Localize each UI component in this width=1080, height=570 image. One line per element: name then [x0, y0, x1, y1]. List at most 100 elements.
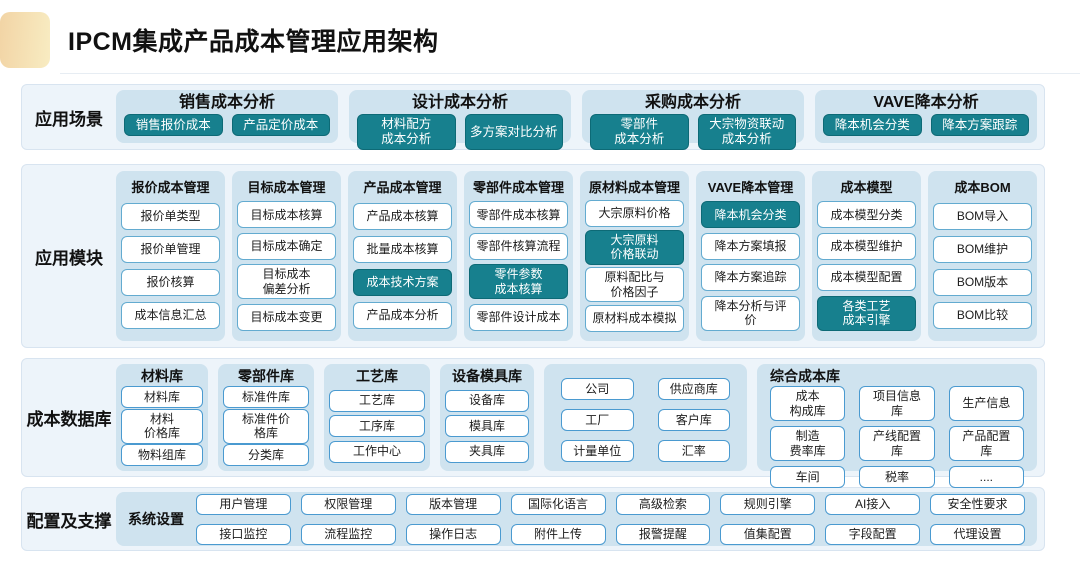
- db-item: 工艺库: [329, 389, 425, 412]
- scenario-items: 零部件 成本分析大宗物资联动 成本分析: [590, 114, 796, 150]
- scenario-item: 产品定价成本: [231, 114, 330, 136]
- scenario-group-design: 设计成本分析 材料配方 成本分析多方案对比分析: [349, 90, 571, 150]
- module-column-costmodel: 成本模型 成本模型分类成本模型维护成本模型配置各类工艺 成本引擎: [812, 171, 921, 341]
- column-header: 产品成本管理: [363, 180, 442, 195]
- module-item: 降本分析与评 价: [701, 295, 800, 331]
- system-settings-label: 系统设置: [128, 511, 184, 527]
- db-item: 分类库: [223, 443, 309, 466]
- column-header: 目标成本管理: [247, 180, 326, 195]
- db-items: 标准件库标准件价 格库分类库: [223, 386, 309, 466]
- db-item: 汇率: [657, 440, 730, 462]
- scenario-group-procurement: 采购成本分析 零部件 成本分析大宗物资联动 成本分析: [582, 90, 804, 150]
- db-item: 设备库: [445, 389, 529, 412]
- group-header: 采购成本分析: [644, 94, 741, 111]
- page-header: IPCM集成产品成本管理应用架构: [0, 0, 1080, 80]
- module-items: 报价单类型报价单管理报价核算成本信息汇总: [121, 197, 220, 335]
- module-item: 报价核算: [121, 269, 220, 296]
- scenario-item: 销售报价成本: [124, 114, 223, 136]
- module-column-product: 产品成本管理 产品成本核算批量成本核算成本技术方案产品成本分析: [348, 171, 457, 341]
- module-item: BOM比较: [933, 302, 1032, 329]
- db-item: 材料 价格库: [121, 408, 203, 444]
- scenario-item: 降本机会分类: [823, 114, 922, 136]
- band-scenarios-label: 应用场景: [35, 109, 103, 129]
- scenario-item: 降本方案跟踪: [930, 114, 1029, 136]
- scenario-group-vave: VAVE降本分析 降本机会分类降本方案跟踪: [815, 90, 1037, 143]
- module-item: 降本机会分类: [701, 201, 800, 229]
- db-items: 公司供应商库工厂客户库计量单位汇率: [549, 365, 742, 466]
- module-item: 成本模型维护: [817, 232, 916, 260]
- db-item: 夹具库: [445, 440, 529, 463]
- group-header: 销售成本分析: [178, 94, 275, 111]
- scenario-items: 降本机会分类降本方案跟踪: [823, 114, 1029, 136]
- db-items: 工艺库工序库工作中心: [329, 386, 425, 466]
- db-item: 制造 费率库: [770, 426, 846, 461]
- module-item: 目标成本 偏差分析: [237, 264, 336, 300]
- scenario-item: 零部件 成本分析: [590, 114, 689, 150]
- module-item: 原料配比与 价格因子: [585, 267, 684, 303]
- module-item: 报价单管理: [121, 236, 220, 263]
- scenario-items: 材料配方 成本分析多方案对比分析: [357, 114, 563, 150]
- module-column-parts: 零部件成本管理 零部件成本核算零部件核算流程零件参数 成本核算零部件设计成本: [464, 171, 573, 341]
- module-item: 零部件核算流程: [469, 232, 568, 260]
- module-items: 目标成本核算目标成本确定目标成本 偏差分析目标成本变更: [237, 197, 336, 335]
- db-items: 材料库材料 价格库物料组库: [121, 386, 203, 466]
- band-modules-label: 应用模块: [35, 248, 103, 268]
- column-header: 成本模型: [840, 180, 893, 195]
- header-divider: [60, 73, 1080, 74]
- scenario-item: 多方案对比分析: [464, 114, 563, 150]
- module-item: 零部件成本核算: [469, 201, 568, 229]
- db-item: 公司: [561, 378, 634, 400]
- group-header: 设备模具库: [452, 368, 522, 384]
- module-column-target: 目标成本管理 目标成本核算目标成本确定目标成本 偏差分析目标成本变更: [232, 171, 341, 341]
- band-database-body: 材料库 材料库材料 价格库物料组库 零部件库 标准件库标准件价 格库分类库 工艺…: [116, 359, 1044, 488]
- db-group-parts: 零部件库 标准件库标准件价 格库分类库: [218, 364, 314, 471]
- support-item: 代理设置: [930, 523, 1025, 545]
- support-item: 规则引擎: [720, 493, 816, 515]
- module-item: 产品成本分析: [353, 302, 452, 329]
- db-item: 物料组库: [121, 443, 203, 466]
- module-items: 成本模型分类成本模型维护成本模型配置各类工艺 成本引擎: [817, 197, 916, 335]
- module-item: 各类工艺 成本引擎: [817, 295, 916, 331]
- module-item: 降本方案追踪: [701, 264, 800, 292]
- group-header: 零部件库: [238, 368, 294, 384]
- support-item: 安全性要求: [930, 493, 1025, 515]
- support-item: 报警提醒: [615, 523, 711, 545]
- module-items: 降本机会分类降本方案填报降本方案追踪降本分析与评 价: [701, 197, 800, 335]
- band-database: 成本数据库 材料库 材料库材料 价格库物料组库 零部件库 标准件库标准件价 格库…: [21, 358, 1045, 488]
- support-item: 附件上传: [510, 523, 606, 545]
- db-item: 标准件价 格库: [223, 408, 309, 444]
- column-header: 零部件成本管理: [472, 180, 564, 195]
- module-item: 目标成本确定: [237, 232, 336, 260]
- support-item: 用户管理: [196, 493, 291, 515]
- db-group-composite: 综合成本库 成本 构成库项目信息 库生产信息制造 费率库产线配置 库产品配置 库…: [757, 364, 1037, 488]
- db-item: 生产信息: [948, 386, 1024, 421]
- module-item: 降本方案填报: [701, 232, 800, 260]
- module-column-quotation: 报价成本管理 报价单类型报价单管理报价核算成本信息汇总: [116, 171, 225, 341]
- module-item: BOM版本: [933, 269, 1032, 296]
- band-scenarios: 应用场景 销售成本分析 销售报价成本产品定价成本 设计成本分析 材料配方 成本分…: [21, 84, 1045, 150]
- module-item: 报价单类型: [121, 203, 220, 230]
- group-header: 设计成本分析: [411, 94, 508, 111]
- module-items: 产品成本核算批量成本核算成本技术方案产品成本分析: [353, 197, 452, 335]
- support-item: 操作日志: [405, 523, 501, 545]
- group-header: 综合成本库: [770, 368, 840, 384]
- module-item: 成本技术方案: [353, 269, 452, 296]
- db-item: 计量单位: [561, 440, 634, 462]
- band-modules: 应用模块 报价成本管理 报价单类型报价单管理报价核算成本信息汇总 目标成本管理 …: [21, 164, 1045, 348]
- db-items: 设备库模具库夹具库: [445, 386, 529, 466]
- db-item: 工序库: [329, 415, 425, 437]
- db-item: 产品配置 库: [948, 426, 1024, 461]
- db-item: 成本 构成库: [770, 386, 846, 421]
- column-header: 报价成本管理: [131, 180, 210, 195]
- scenario-item: 大宗物资联动 成本分析: [697, 114, 796, 150]
- db-item: 工厂: [561, 409, 634, 431]
- module-item: 目标成本变更: [237, 303, 336, 331]
- module-item: 产品成本核算: [353, 203, 452, 230]
- band-scenarios-body: 销售成本分析 销售报价成本产品定价成本 设计成本分析 材料配方 成本分析多方案对…: [116, 85, 1044, 150]
- module-item: 成本模型配置: [817, 264, 916, 292]
